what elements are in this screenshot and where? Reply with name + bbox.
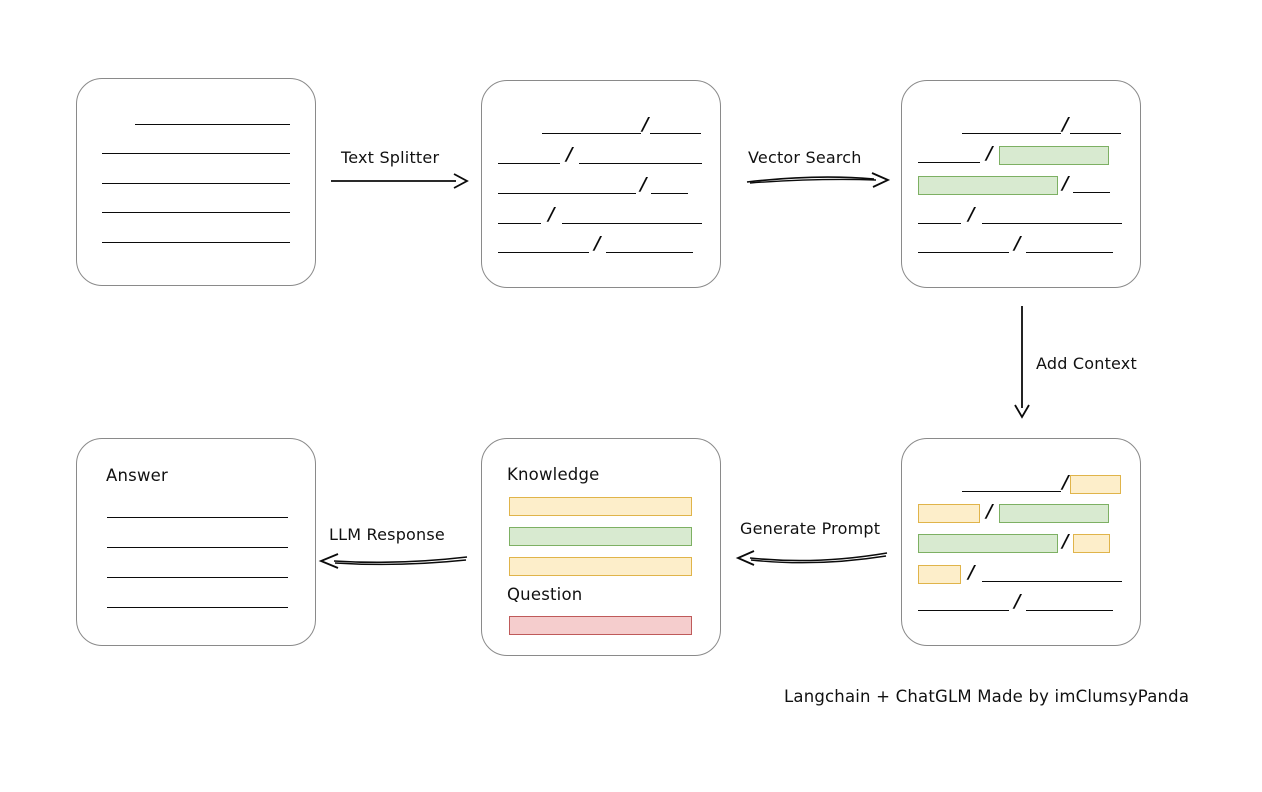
chunk-seg bbox=[1025, 610, 1113, 611]
chunk-slash: / bbox=[642, 114, 649, 135]
arrow-text-splitter-label: Text Splitter bbox=[341, 148, 440, 167]
chunk-slash: / bbox=[640, 174, 647, 195]
chunk-seg bbox=[498, 252, 589, 253]
arrow-vector-search-icon bbox=[746, 172, 891, 188]
doc-line-4 bbox=[102, 212, 290, 213]
context-chunk-highlight bbox=[1069, 474, 1121, 494]
context-row-1: / bbox=[918, 473, 1130, 495]
source-document-box bbox=[76, 78, 316, 286]
chunk-slash: / bbox=[986, 143, 993, 164]
chunk-slash: / bbox=[1062, 114, 1069, 135]
chunk-seg bbox=[962, 133, 1061, 134]
arrow-add-context-icon bbox=[1014, 306, 1030, 419]
matched-chunk-highlight bbox=[918, 533, 1058, 553]
vector-matched-box: / / / / / bbox=[901, 80, 1141, 288]
context-chunk-highlight bbox=[918, 564, 961, 584]
context-row-2: / bbox=[918, 502, 1130, 524]
chunk-seg bbox=[650, 193, 688, 194]
arrow-generate-prompt-label: Generate Prompt bbox=[740, 519, 881, 538]
chunk-slash: / bbox=[566, 144, 573, 165]
chunk-seg bbox=[918, 223, 961, 224]
chunk-slash: / bbox=[968, 204, 975, 225]
chunk-seg bbox=[1025, 252, 1113, 253]
split-chunks-box: / / / / / bbox=[481, 80, 721, 288]
chunk-slash: / bbox=[986, 501, 993, 522]
chunk-seg bbox=[962, 491, 1061, 492]
chunk-slash: / bbox=[968, 562, 975, 583]
chunk-slash: / bbox=[594, 233, 601, 254]
chunk-seg bbox=[498, 223, 541, 224]
matched-row-4: / bbox=[918, 205, 1130, 227]
arrow-add-context-label: Add Context bbox=[1036, 354, 1137, 373]
context-chunk-highlight bbox=[918, 503, 980, 523]
prompt-box: Knowledge Question bbox=[481, 438, 721, 656]
chunk-seg bbox=[981, 581, 1122, 582]
chunk-seg bbox=[918, 162, 980, 163]
context-added-rows: / / / / / bbox=[902, 439, 1140, 645]
doc-line-2 bbox=[102, 153, 290, 154]
question-label: Question bbox=[507, 585, 583, 604]
split-chunks-rows: / / / / / bbox=[482, 81, 720, 287]
knowledge-bar-3 bbox=[509, 557, 692, 576]
prompt-contents: Knowledge Question bbox=[482, 439, 720, 655]
chunk-seg bbox=[578, 163, 702, 164]
chunk-seg bbox=[498, 193, 636, 194]
chunk-row-1: / bbox=[498, 115, 708, 137]
arrow-llm-response-label: LLM Response bbox=[329, 525, 445, 544]
context-row-4: / bbox=[918, 563, 1130, 585]
chunk-seg bbox=[542, 133, 641, 134]
chunk-slash: / bbox=[1062, 472, 1069, 493]
doc-line-5 bbox=[102, 242, 290, 243]
knowledge-bar-2 bbox=[509, 527, 692, 546]
answer-label: Answer bbox=[106, 466, 168, 485]
chunk-seg bbox=[1072, 192, 1110, 193]
matched-row-5: / bbox=[918, 234, 1130, 256]
chunk-seg bbox=[918, 610, 1009, 611]
answer-line-2 bbox=[107, 547, 288, 548]
knowledge-label: Knowledge bbox=[507, 465, 600, 484]
matched-chunk-highlight bbox=[918, 175, 1058, 195]
chunk-row-4: / bbox=[498, 205, 708, 227]
arrow-vector-search-label: Vector Search bbox=[748, 148, 862, 167]
chunk-row-5: / bbox=[498, 234, 708, 256]
chunk-slash: / bbox=[1062, 531, 1069, 552]
matched-chunk-highlight bbox=[998, 503, 1109, 523]
context-chunk-highlight bbox=[1072, 533, 1110, 553]
answer-line-4 bbox=[107, 607, 288, 608]
chunk-seg bbox=[981, 223, 1122, 224]
answer-contents: Answer bbox=[77, 439, 315, 645]
vector-matched-rows: / / / / / bbox=[902, 81, 1140, 287]
answer-line-3 bbox=[107, 577, 288, 578]
chunk-seg bbox=[561, 223, 702, 224]
source-document-lines bbox=[77, 79, 315, 285]
chunk-seg bbox=[1069, 133, 1121, 134]
chunk-seg bbox=[649, 133, 701, 134]
question-bar bbox=[509, 616, 692, 635]
knowledge-bar-1 bbox=[509, 497, 692, 516]
credit-note: Langchain + ChatGLM Made by imClumsyPand… bbox=[784, 687, 1190, 706]
matched-row-1: / bbox=[918, 115, 1130, 137]
chunk-slash: / bbox=[1014, 233, 1021, 254]
chunk-seg bbox=[498, 163, 560, 164]
chunk-row-3: / bbox=[498, 175, 708, 197]
matched-chunk-highlight bbox=[998, 145, 1109, 165]
arrow-llm-response-icon bbox=[318, 553, 468, 569]
doc-line-3 bbox=[102, 183, 290, 184]
context-row-3: / bbox=[918, 532, 1130, 554]
answer-box: Answer bbox=[76, 438, 316, 646]
chunk-seg bbox=[605, 252, 693, 253]
arrow-text-splitter-icon bbox=[331, 173, 469, 189]
chunk-seg bbox=[918, 252, 1009, 253]
arrow-generate-prompt-icon bbox=[735, 550, 888, 566]
matched-row-2: / bbox=[918, 144, 1130, 166]
context-row-5: / bbox=[918, 592, 1130, 614]
context-added-box: / / / / / bbox=[901, 438, 1141, 646]
answer-line-1 bbox=[107, 517, 288, 518]
chunk-slash: / bbox=[1014, 591, 1021, 612]
chunk-slash: / bbox=[548, 204, 555, 225]
chunk-slash: / bbox=[1062, 173, 1069, 194]
matched-row-3: / bbox=[918, 174, 1130, 196]
doc-line-1 bbox=[135, 124, 290, 125]
chunk-row-2: / bbox=[498, 145, 708, 167]
